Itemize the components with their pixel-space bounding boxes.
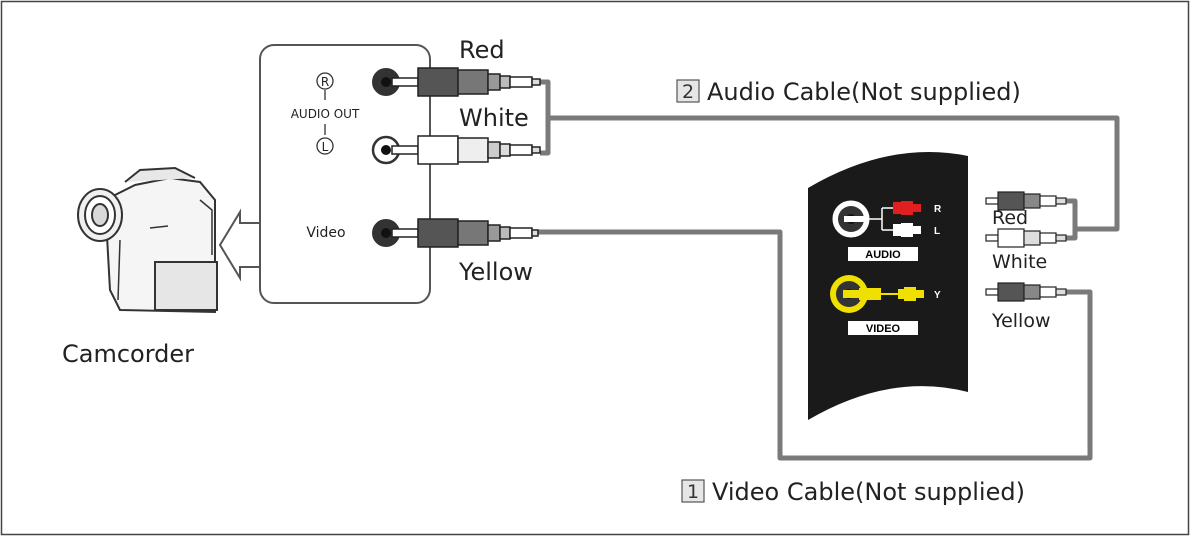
camcorder-label: Camcorder	[62, 340, 194, 368]
arrow-left-icon	[218, 208, 263, 282]
tv-video-jack	[830, 275, 924, 313]
red-plug-right	[985, 191, 1067, 211]
tv-red-plug	[893, 202, 901, 214]
left-white-label: White	[459, 104, 529, 132]
tv-l-label: L	[934, 226, 940, 237]
tv-video-label: VIDEO	[866, 323, 901, 335]
video-cable-number-box	[681, 479, 705, 503]
tv-audio-jacks	[832, 200, 921, 238]
video-cable-number: 1	[687, 481, 699, 503]
tv-y-label: Y	[934, 290, 941, 301]
right-white-label: White	[992, 251, 1047, 273]
video-jack	[372, 219, 400, 247]
red-plug-left	[391, 67, 541, 97]
r-circle-icon	[316, 72, 334, 90]
audio-cable	[540, 79, 1120, 241]
yellow-plug-right	[985, 282, 1067, 302]
tv-r-label: R	[934, 204, 942, 215]
video-cable-label: Video Cable(Not supplied)	[712, 478, 1025, 506]
l-circle-icon	[316, 137, 334, 155]
video-jack-label: Video	[306, 225, 345, 241]
white-plug-right	[985, 228, 1067, 248]
tv-video-badge	[848, 321, 918, 335]
l-symbol: L	[322, 140, 329, 154]
audio-cable-number-box	[676, 79, 700, 103]
audio-cable-label: Audio Cable(Not supplied)	[707, 78, 1021, 106]
tv-audio-badge	[848, 247, 918, 261]
tv-white-plug	[893, 224, 901, 236]
audio-cable-number: 2	[682, 81, 694, 103]
white-plug-left	[391, 135, 541, 165]
video-cable	[537, 229, 1093, 461]
camcorder-illustration	[77, 166, 218, 314]
right-yellow-label: Yellow	[991, 310, 1051, 332]
tv-audio-label: AUDIO	[865, 249, 901, 261]
left-yellow-label: Yellow	[458, 258, 533, 286]
yellow-plug-left	[391, 218, 539, 248]
r-symbol: R	[321, 75, 329, 89]
right-red-label: Red	[992, 207, 1028, 229]
audio-out-label: AUDIO OUT	[291, 107, 360, 121]
left-red-label: Red	[459, 36, 505, 64]
